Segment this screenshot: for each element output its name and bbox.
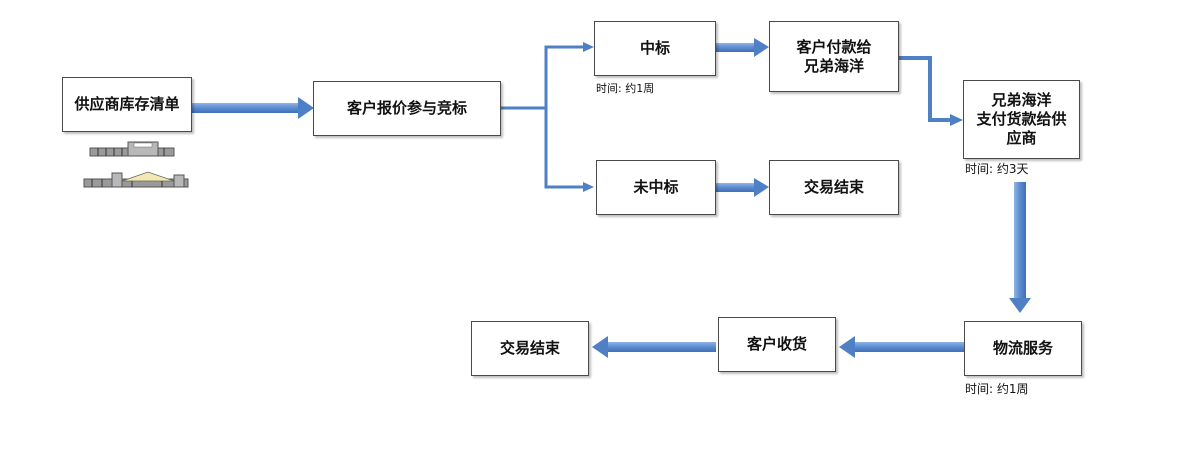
arrow-logistics-to-receive (839, 336, 964, 358)
node-deal-end-bottom: 交易结束 (471, 321, 589, 376)
connector-pay-to-supplier (899, 56, 963, 126)
thumbnail-image-1 (89, 141, 175, 157)
arrow-supplier-to-logistics (1009, 182, 1031, 313)
node-lose-bid: 未中标 (596, 160, 716, 215)
node-brothers-pay-supplier: 兄弟海洋 支付货款给供 应商 (963, 80, 1080, 159)
node-supplier-inventory: 供应商库存清单 (62, 77, 192, 132)
node-logistics: 物流服务 (964, 321, 1082, 376)
arrowhead-to-lose (583, 182, 594, 192)
note-win-bid-time: 时间: 约1周 (596, 82, 655, 95)
arrow-supplier-to-bidding (192, 97, 314, 119)
arrow-lose-to-end (716, 178, 769, 197)
node-win-bid: 中标 (594, 21, 716, 76)
thumbnail-image-2 (83, 171, 189, 188)
arrow-receive-to-end (592, 336, 716, 358)
node-customer-receive: 客户收货 (718, 317, 836, 372)
arrowhead-to-win (583, 42, 594, 52)
node-customer-bidding: 客户报价参与竞标 (313, 81, 501, 136)
note-pay-supplier-time: 时间: 约3天 (965, 162, 1029, 176)
note-logistics-time: 时间: 约1周 (965, 382, 1029, 396)
connector-bidding-branch (500, 45, 584, 189)
arrow-win-to-pay (716, 38, 769, 57)
node-deal-end-top: 交易结束 (769, 160, 899, 215)
node-customer-pays: 客户付款给 兄弟海洋 (769, 21, 899, 92)
